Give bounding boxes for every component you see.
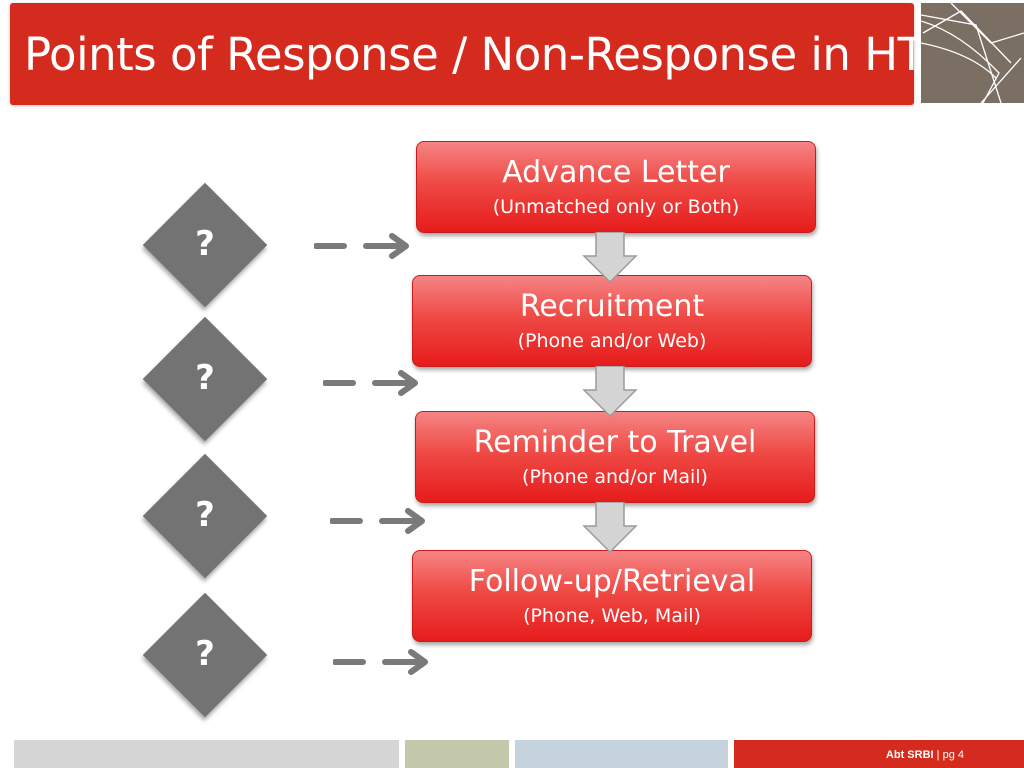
step-subtitle: (Phone and/or Mail) (522, 466, 708, 488)
decision-label: ? (195, 224, 215, 264)
page-number: pg 4 (942, 749, 964, 761)
decision-label: ? (195, 495, 215, 535)
decision-label: ? (195, 358, 215, 398)
page-title: Points of Response / Non-Response in HTS (24, 28, 953, 81)
step-recruitment: Recruitment (Phone and/or Web) (412, 275, 812, 367)
footer-band (515, 740, 728, 768)
dashed-right-arrow-icon (330, 508, 425, 534)
block-down-arrow-icon (582, 232, 638, 284)
step-subtitle: (Unmatched only or Both) (492, 196, 740, 218)
step-title: Follow-up/Retrieval (468, 564, 756, 599)
footer-band (405, 740, 509, 768)
logo (921, 3, 1024, 103)
title-bar: Points of Response / Non-Response in HTS (10, 3, 953, 105)
decision-point: ? (140, 453, 272, 579)
footer-band: Abt SRBI | pg 4 (734, 740, 1024, 768)
decision-label: ? (195, 634, 215, 674)
dashed-right-arrow-icon (333, 649, 428, 675)
footer-brand: Abt SRBI (885, 749, 934, 761)
step-subtitle: (Phone and/or Web) (517, 330, 707, 352)
footer-text: Abt SRBI | pg 4 (886, 748, 964, 762)
step-title: Reminder to Travel (473, 425, 757, 460)
step-reminder-to-travel: Reminder to Travel (Phone and/or Mail) (415, 411, 815, 503)
block-down-arrow-icon (582, 502, 638, 554)
step-advance-letter: Advance Letter (Unmatched only or Both) (416, 141, 816, 233)
dashed-right-arrow-icon (314, 233, 409, 259)
footer-separator: | (933, 749, 943, 761)
step-follow-up-retrieval: Follow-up/Retrieval (Phone, Web, Mail) (412, 550, 812, 642)
footer-band (14, 740, 399, 768)
decision-point: ? (140, 592, 272, 718)
decision-point: ? (140, 182, 272, 308)
block-down-arrow-icon (582, 366, 638, 418)
step-title: Advance Letter (502, 155, 730, 190)
abstract-lines-logo-icon (921, 3, 1024, 103)
dashed-right-arrow-icon (323, 370, 418, 396)
step-title: Recruitment (519, 289, 705, 324)
step-subtitle: (Phone, Web, Mail) (523, 605, 701, 627)
decision-point: ? (140, 316, 272, 442)
